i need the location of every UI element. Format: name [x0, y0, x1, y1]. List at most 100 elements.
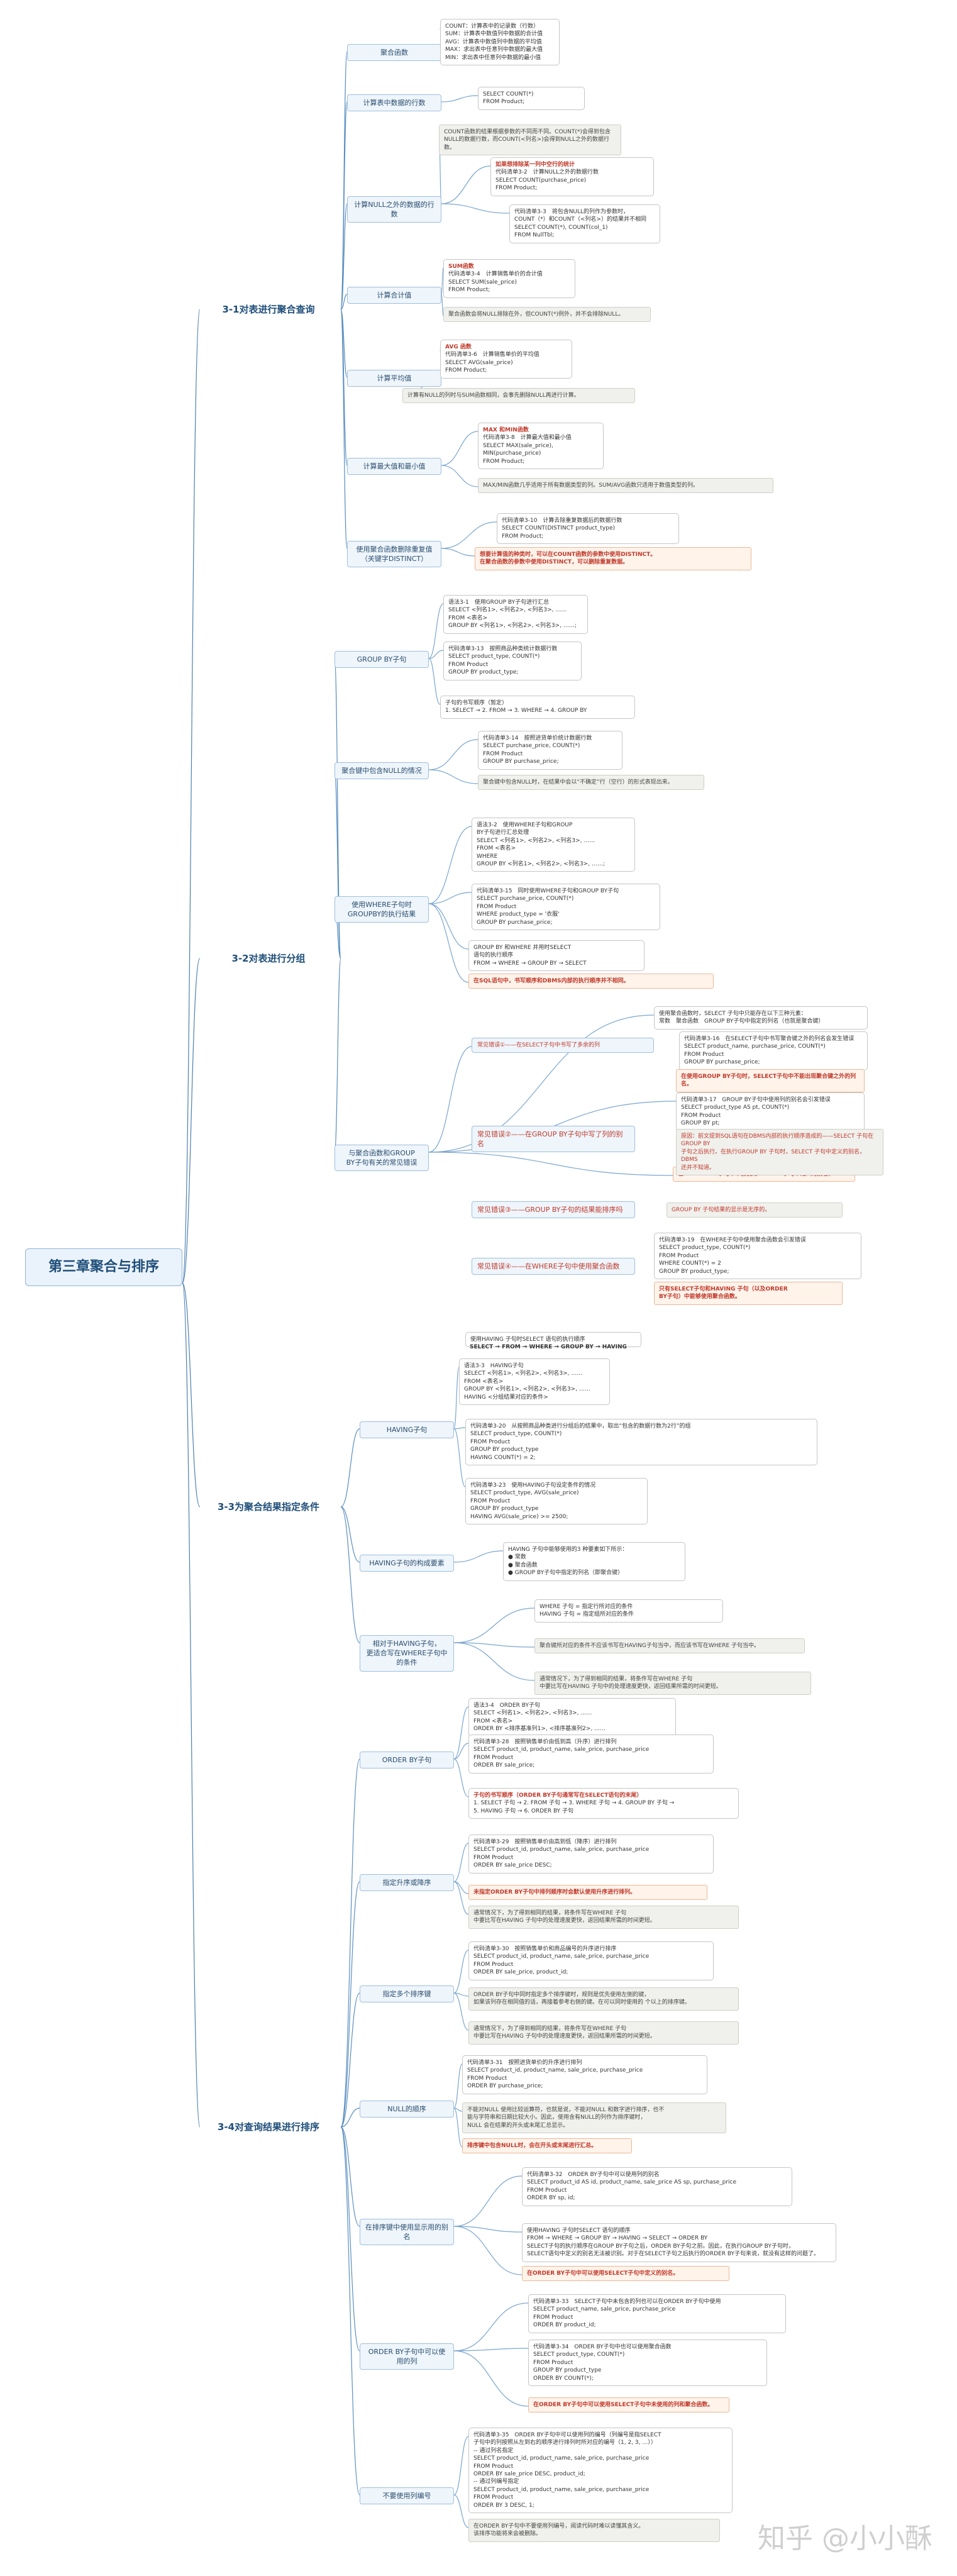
connector [453, 1550, 504, 1563]
connector [453, 2302, 529, 2351]
content-box: 在ORDER BY子句中可以使用SELECT子句中未使用的列和聚合函数。 [528, 2397, 729, 2413]
connector [428, 826, 472, 904]
connector [340, 294, 348, 310]
content-box-title: SUM函数 [448, 264, 474, 270]
topic-node: 计算平均值 [347, 370, 441, 387]
connector [340, 2126, 360, 2227]
connector [340, 1881, 360, 2128]
connector [453, 2175, 523, 2227]
connector [441, 95, 478, 103]
connector [453, 2063, 463, 2109]
connector [441, 431, 478, 466]
content-box: 聚合键中包含NULL时，在结果中会以“不确定”行（空行）的形式表现出来。 [478, 775, 704, 791]
connector [453, 2226, 523, 2233]
connector [453, 2436, 469, 2496]
topic-node: 指定多个排序键 [360, 1985, 454, 2003]
connector [453, 1758, 469, 1797]
connector [441, 521, 497, 549]
content-box: 如果想排除某一列中空行的统计代码清单3-2 计算NULL之外的数据行数 SELE… [490, 157, 654, 196]
topic-node: NULL的顺序 [360, 2101, 454, 2118]
connector [453, 1367, 460, 1430]
content-box: 代码清单3-30 按照销售单价和商品编号的升序进行排序 SELECT produ… [468, 1941, 714, 1980]
topic-node: HAVING子句 [360, 1421, 454, 1439]
connector [340, 2126, 360, 2351]
connector [340, 2126, 360, 2496]
content-box: 代码清单3-10 计算去除重复数据后的数据行数 SELECT COUNT(DIS… [497, 513, 679, 545]
topic-node: GROUP BY子句 [335, 651, 429, 669]
connector [453, 1843, 469, 1882]
section-title: 3-4对查询结果进行排序 [217, 2121, 320, 2133]
connector [340, 1506, 360, 1563]
topic-node: 使用WHERE子句时 GROUPBY的执行结果 [335, 896, 429, 923]
topic-node: 相对于HAVING子句， 更适合写在WHERE子句中的条件 [360, 1635, 454, 1672]
section-title: 3-3为聚合结果指定条件 [217, 1501, 320, 1513]
content-box: COUNT：计算表中的记录数（行数） SUM：计算表中数值列中数据的合计值 AV… [440, 19, 560, 66]
connector [340, 203, 348, 310]
connector [453, 1706, 469, 1760]
content-box: 聚合函数会将NULL排除在外，但COUNT(*)例外，并不会排除NULL。 [443, 307, 651, 323]
section-title: 3-2对表进行分组 [231, 953, 306, 964]
content-box: 代码清单3-23 使用HAVING子句设定条件的情况 SELECT produc… [465, 1478, 648, 1525]
connector [453, 2226, 523, 2275]
err1-code: 代码清单3-16 在SELECT子句中书写聚合键之外的列名会发生错误 SELEC… [679, 1031, 868, 1070]
content-box: 语法3-2 使用WHERE子句和GROUP BY子句进行汇总处理 SELECT … [472, 818, 635, 872]
content-box: 代码清单3-31 按照进货单价的升序进行排列 SELECT product_id… [462, 2055, 707, 2094]
err4-warn: 只有SELECT子句和HAVING 子句（以及ORDER BY子句）中能够使用聚… [654, 1282, 843, 1305]
connector [441, 165, 491, 204]
err1-warn: 在使用GROUP BY子句时，SELECT子句中不能出现聚合键之外的列名。 [676, 1069, 865, 1092]
content-box: MAX/MIN函数几乎适用于所有数据类型的列。SUM/AVG函数只适用于数值类型… [478, 478, 773, 494]
connector [428, 658, 441, 705]
content-box: COUNT函数的结果根据参数的不同而不同。COUNT(*)会得到包含NULL的数… [439, 125, 621, 156]
connector [428, 603, 444, 659]
connector [453, 1992, 469, 1997]
connector [428, 1046, 472, 1153]
connector [340, 101, 348, 310]
content-box: 代码清单3-15 同时使用WHERE子句和GROUP BY子句 SELECT p… [472, 884, 660, 931]
content-box: 在SQL语句中，书写顺序和DBMS内部的执行顺序并不相同。 [468, 974, 714, 989]
content-box: SELECT COUNT(*) FROM Product; [478, 87, 585, 110]
content-box: 代码清单3-34 ORDER BY子句中也可以使用聚合函数 SELECT pro… [528, 2340, 767, 2387]
err4-code: 代码清单3-19 在WHERE子句中使用聚合函数会引发错误 SELECT pro… [654, 1233, 861, 1280]
connector [428, 903, 469, 950]
connector [340, 1506, 360, 1643]
topic-node: 使用聚合函数删除重复值 （关键字DISTINCT） [347, 541, 441, 568]
err2-note: 原因：前文提到SQL语句在DBMS内部的执行顺序造成的——SELECT 子句在G… [676, 1129, 883, 1176]
connector [428, 1152, 673, 1176]
content-box: 语法3-4 ORDER BY子句 SELECT <列名1>, <列名2>, <列… [468, 1698, 676, 1737]
connector [453, 1881, 469, 1894]
having-order-seq: SELECT → FROM → WHERE → GROUP BY → HAVIN… [470, 1344, 627, 1350]
content-box: 子句的书写顺序（暂定） 1. SELECT → 2. FROM → 3. WHE… [440, 696, 635, 719]
content-box: 使用聚合函数时，SELECT 子句中只能存在以下三种元素： 常数 聚合函数 GR… [654, 1006, 868, 1030]
connector [453, 1642, 535, 1681]
connector [182, 309, 201, 1284]
connector [453, 2494, 469, 2528]
content-box: 通常情况下，为了得到相同的结果，将条件写在WHERE 子句 中要比写在HAVIN… [468, 2021, 739, 2045]
connector [340, 309, 348, 378]
connector [182, 958, 201, 1284]
content-box: 通常情况下，为了得到相同的结果，将条件写在WHERE 子句 中要比写在HAVIN… [468, 1906, 739, 1929]
content-box-title: AVG 函数 [445, 344, 472, 350]
connector [441, 465, 478, 487]
content-box: AVG 函数代码清单3-6 计算销售单价的平均值 SELECT AVG(sale… [440, 340, 572, 379]
connector [453, 2107, 463, 2148]
having-order-box: 使用HAVING 子句时SELECT 语句的执行顺序 [465, 1332, 641, 1348]
connector [453, 2348, 529, 2351]
topic-node: 计算合计值 [347, 287, 441, 304]
connector [453, 1428, 466, 1487]
connector [340, 51, 348, 310]
connector [340, 1428, 360, 1507]
connector [453, 1881, 469, 1915]
topic-node: ORDER BY子句中可以使用的列 [360, 2343, 454, 2370]
content-box: 语法3-1 使用GROUP BY子句进行汇总 SELECT <列名1>, <列名… [443, 595, 588, 634]
content-box: 子句的书写顺序（ORDER BY子句通常写在SELECT语句的末尾）1. SEL… [468, 1788, 739, 1819]
connector [453, 2107, 463, 2112]
connector [340, 2107, 360, 2128]
err3-note: GROUP BY 子句结果的显示是无序的。 [667, 1202, 843, 1218]
connector [453, 1607, 535, 1643]
content-box: 代码清单3-29 按照销售单价由高到低（降序）进行排列 SELECT produ… [468, 1835, 714, 1874]
content-box: WHERE 子句 = 指定行所对应的条件 HAVING 子句 = 指定组所对应的… [534, 1599, 723, 1623]
topic-node: HAVING子句的构成要素 [360, 1555, 454, 1572]
connector [453, 1992, 469, 2031]
content-box: 代码清单3-14 按照进货单价统计数据行数 SELECT purchase_pr… [478, 731, 622, 770]
content-box: 不能对NULL 使用比较运算符，也就是说，不能对NULL 和数字进行排序，也不 … [462, 2102, 726, 2134]
